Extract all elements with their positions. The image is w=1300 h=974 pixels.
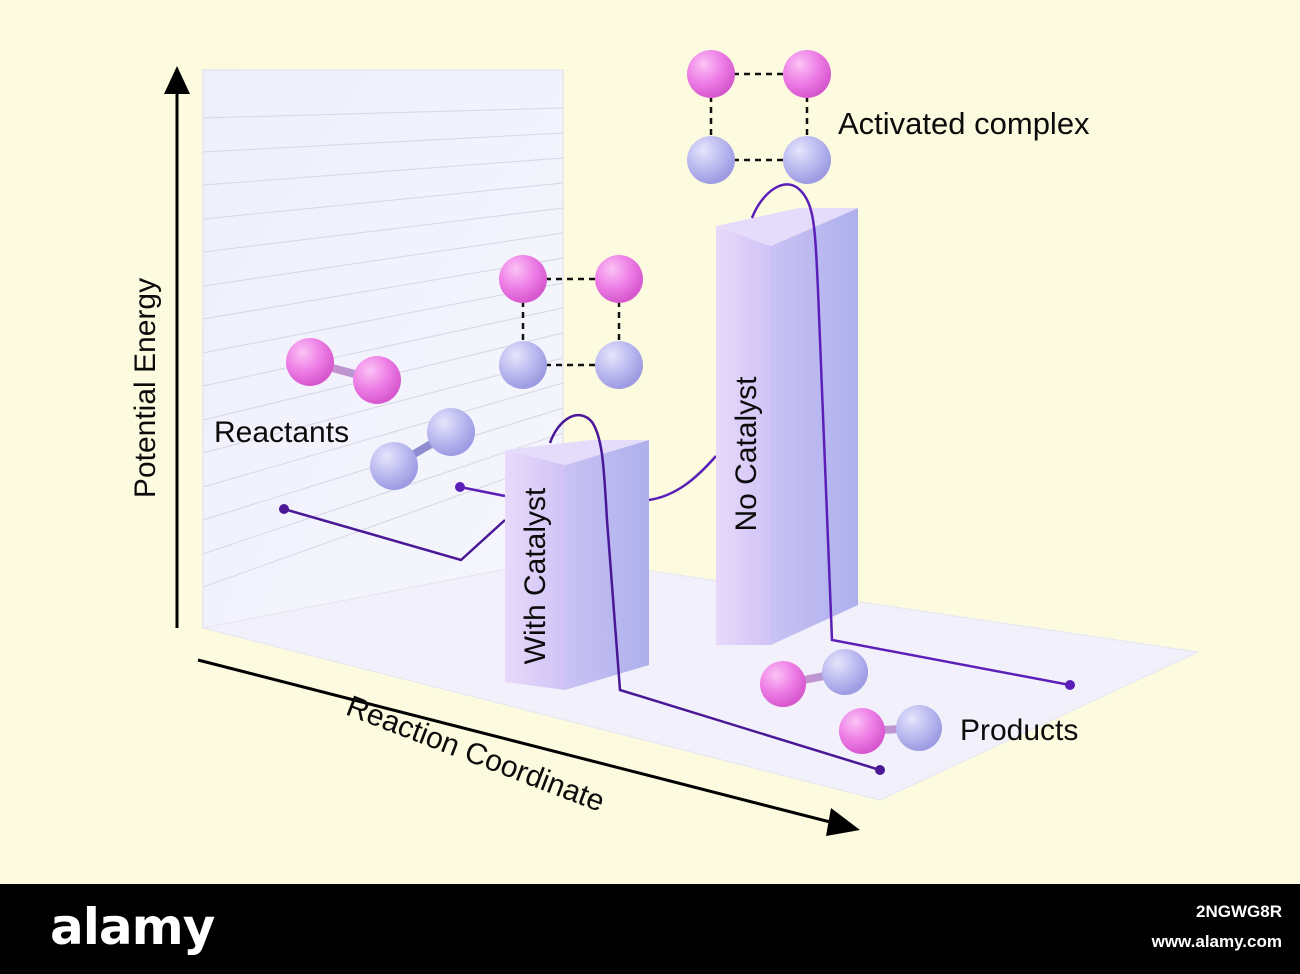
complex-atom [499, 255, 547, 303]
catalyzed-peak-curve [548, 413, 881, 772]
with-catalyst-label: With Catalyst [519, 487, 552, 664]
reactant-atom [427, 408, 475, 456]
x-axis-arrow-icon [826, 808, 860, 836]
y-axis [164, 66, 190, 628]
catalyzed-path-start [283, 507, 506, 562]
x-axis [197, 658, 860, 836]
complex-atom [783, 136, 831, 184]
complex-atom [687, 50, 735, 98]
diagram-stage: Potential Energy Reaction Coordinate Rea… [129, 50, 1200, 836]
complex-atom [595, 255, 643, 303]
products-label: Products [960, 714, 1078, 747]
complex-atom [783, 50, 831, 98]
catalyzed-end-dot [875, 765, 885, 775]
watermark-brand: alamy [50, 898, 215, 956]
uncatalyzed-start-dot [455, 482, 465, 492]
reactant-atom [370, 442, 418, 490]
watermark-image-id: 2NGWG8R [1196, 902, 1282, 921]
activated-complex-uncatalyzed [687, 50, 831, 184]
activated-complex-catalyzed [499, 255, 643, 389]
complex-atom [499, 341, 547, 389]
product-atom [822, 649, 868, 695]
catalyzed-start-dot [279, 504, 289, 514]
reactant-molecules [286, 338, 475, 490]
product-atom [839, 708, 885, 754]
uncatalyzed-path-mid [648, 455, 717, 502]
uncatalyzed-end-dot [1065, 680, 1075, 690]
product-atom [896, 705, 942, 751]
energy-diagram: Potential Energy Reaction Coordinate Rea… [129, 50, 1200, 836]
reactant-atom [353, 356, 401, 404]
watermark-url: www.alamy.com [1151, 932, 1282, 951]
product-molecules [760, 649, 942, 754]
y-axis-label: Potential Energy [129, 278, 162, 498]
y-axis-arrow-icon [164, 66, 190, 94]
product-atom [760, 661, 806, 707]
no-catalyst-label: No Catalyst [730, 376, 763, 532]
reactants-label: Reactants [214, 416, 349, 449]
watermark-footer: alamy 2NGWG8R www.alamy.com [0, 884, 1300, 974]
reactant-atom [286, 338, 334, 386]
complex-atom [687, 136, 735, 184]
floor-plane [202, 557, 1200, 801]
complex-atom [595, 341, 643, 389]
uncatalyzed-peak-curve [750, 183, 1071, 687]
activated-complex-label: Activated complex [838, 106, 1090, 141]
with-catalyst-bar [505, 440, 649, 690]
no-catalyst-bar [716, 208, 858, 645]
uncatalyzed-path-start [459, 485, 506, 498]
